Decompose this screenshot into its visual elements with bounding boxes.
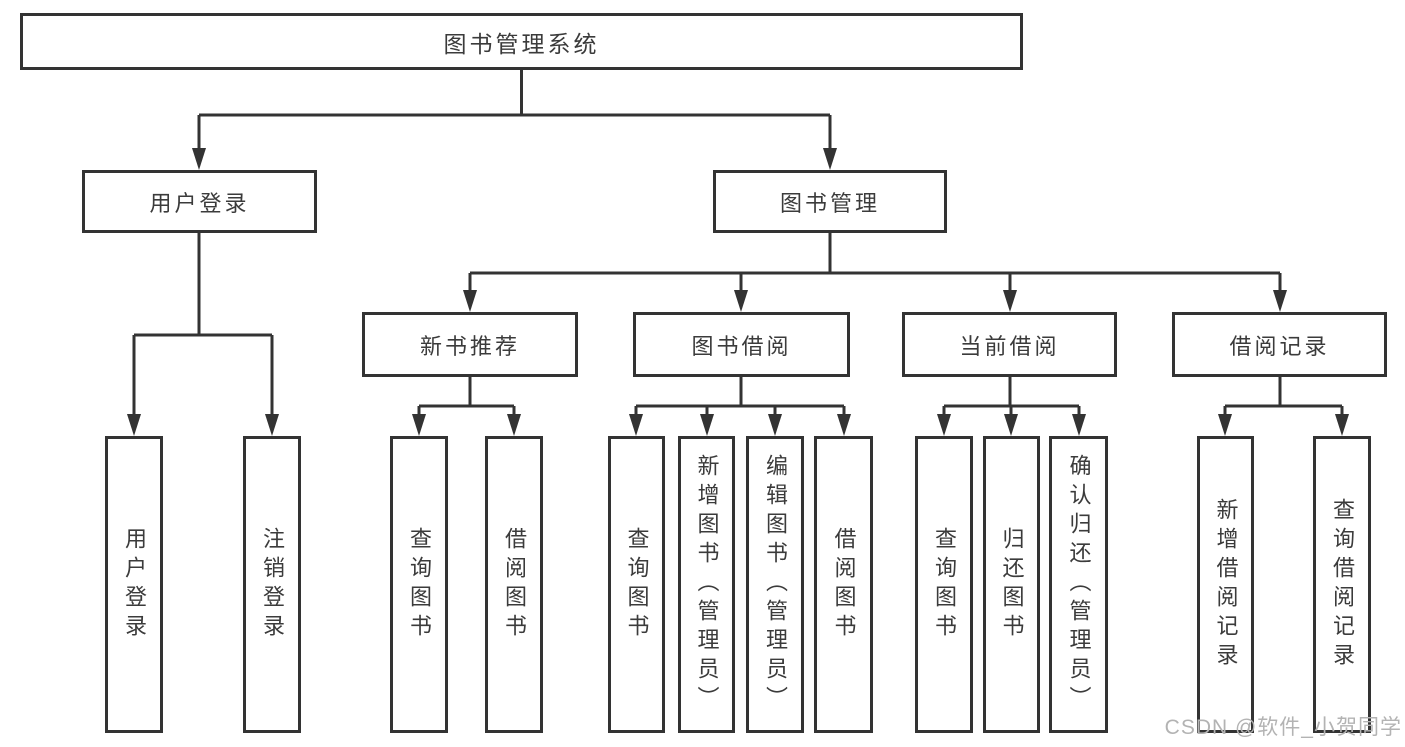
node-book-borrowing: 图书借阅 [633, 312, 850, 377]
node-label: 图书借阅 [691, 333, 792, 359]
node-label: 归还图书 [999, 526, 1025, 643]
node-label: 用户登录 [149, 190, 250, 216]
node-borrow-books-recommend: 借阅图书 [485, 436, 543, 733]
arrowheads [127, 148, 1349, 436]
node-add-books-admin: 新增图书（管理员） [678, 436, 735, 733]
node-new-book-recommend: 新书推荐 [362, 312, 578, 377]
node-book-management: 图书管理 [713, 170, 947, 233]
node-label: 新增借阅记录 [1213, 497, 1239, 672]
node-label: 注销登录 [260, 526, 285, 643]
node-current-borrowing: 当前借阅 [902, 312, 1117, 377]
node-user-login: 用户登录 [82, 170, 317, 233]
node-query-books-current: 查询图书 [915, 436, 973, 733]
node-label: 用户登录 [122, 526, 147, 643]
node-borrow-books: 借阅图书 [814, 436, 873, 733]
node-label: 查询借阅记录 [1330, 497, 1355, 672]
node-library-management-system: 图书管理系统 [20, 13, 1023, 70]
node-label: 查询图书 [624, 526, 650, 643]
node-query-books-borrowing: 查询图书 [608, 436, 665, 733]
node-label: 查询图书 [932, 526, 957, 643]
node-label: 确认归还（管理员） [1066, 454, 1092, 715]
node-confirm-return-admin: 确认归还（管理员） [1049, 436, 1108, 733]
node-label: 图书管理 [779, 190, 880, 216]
node-label: 查询图书 [407, 526, 432, 643]
node-user-login-leaf: 用户登录 [105, 436, 163, 733]
node-label: 新书推荐 [419, 333, 520, 359]
node-label: 当前借阅 [959, 333, 1060, 359]
node-label: 新增图书（管理员） [694, 454, 720, 715]
node-edit-books-admin: 编辑图书（管理员） [746, 436, 804, 733]
node-label: 借阅图书 [831, 526, 857, 643]
node-label: 借阅记录 [1229, 333, 1330, 359]
node-query-books-recommend: 查询图书 [390, 436, 448, 733]
node-label: 借阅图书 [502, 526, 527, 643]
node-logout: 注销登录 [243, 436, 301, 733]
node-borrowing-records: 借阅记录 [1172, 312, 1387, 377]
node-return-books: 归还图书 [983, 436, 1040, 733]
node-label: 图书管理系统 [443, 30, 600, 57]
node-query-borrow-record: 查询借阅记录 [1313, 436, 1371, 733]
node-label: 编辑图书（管理员） [763, 454, 788, 715]
csdn-watermark: CSDN @软件_小贺同学 [1164, 716, 1402, 739]
node-add-borrow-record: 新增借阅记录 [1197, 436, 1254, 733]
